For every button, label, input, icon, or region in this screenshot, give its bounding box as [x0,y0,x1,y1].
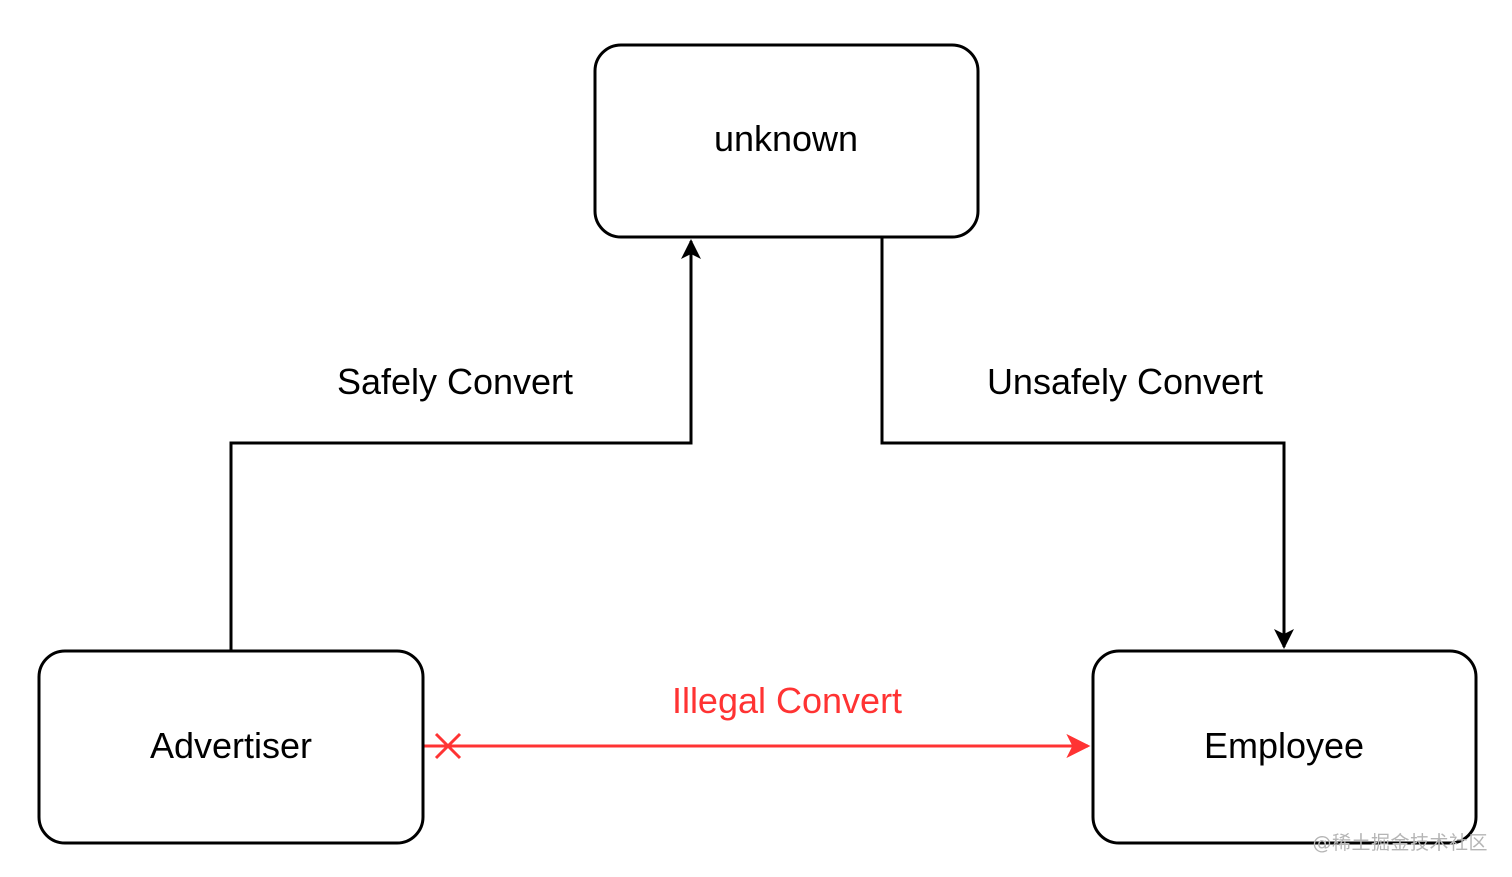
safe-edge-label: Safely Convert [337,361,573,402]
watermark-text: @稀土掘金技术社区 [1312,832,1488,854]
node-advertiser-label: Advertiser [150,725,312,766]
node-employee: Employee [1091,649,1478,845]
unsafe-connector-line [880,237,1294,649]
node-unknown-label: unknown [714,118,858,159]
safe-connector-line [229,239,701,651]
edge-illegal-convert: Illegal Convert [424,680,1091,760]
node-unknown-box [593,43,980,239]
node-advertiser: Advertiser [37,649,425,845]
edge-unsafely-convert: Unsafely Convert [880,237,1294,649]
node-employee-label: Employee [1204,725,1364,766]
illegal-edge-label: Illegal Convert [672,680,902,721]
node-unknown: unknown [593,43,980,239]
cross-icon [434,732,462,760]
node-employee-box [1091,649,1478,845]
edge-safely-convert: Safely Convert [229,239,701,651]
unsafe-edge-label: Unsafely Convert [987,361,1263,402]
node-advertiser-box [37,649,425,845]
